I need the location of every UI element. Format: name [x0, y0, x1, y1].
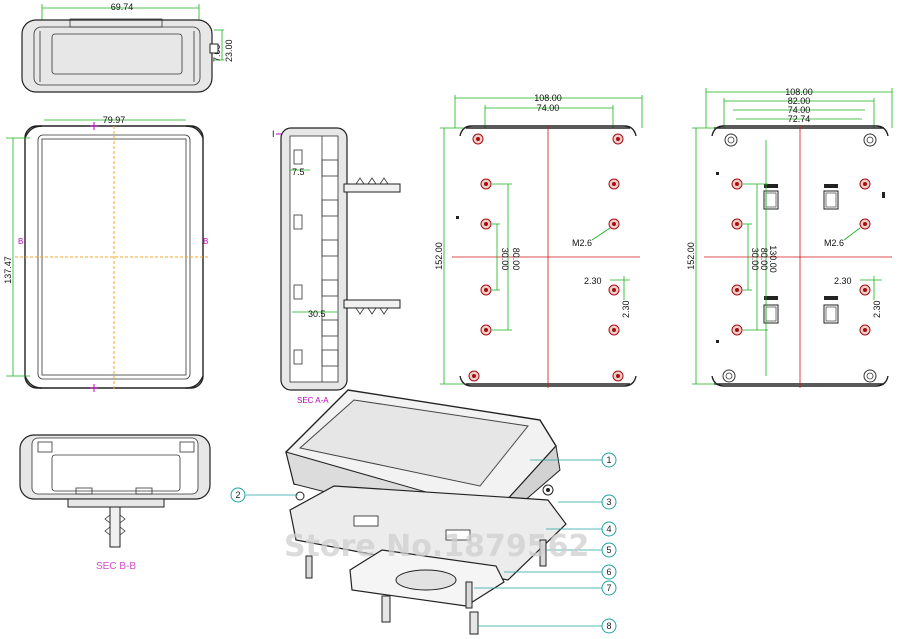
- base-width-dim: 108.00: [534, 93, 562, 103]
- back-w2-dim: 82.00: [788, 96, 811, 106]
- section-b-view: SEC B-B: [19, 434, 211, 572]
- callout-3: 3: [606, 497, 611, 507]
- base-hole-y: 2.30: [621, 300, 631, 318]
- back-width-dim: 108.00: [785, 87, 813, 97]
- sec-a-dim-1: 7.5: [292, 167, 305, 177]
- back-view: 108.00 82.00 74.00 72.74 152.00: [686, 87, 893, 388]
- callout-4: 4: [606, 524, 611, 534]
- front-height-dim: 137.47: [3, 256, 13, 284]
- section-a-label: SEC A-A: [297, 396, 329, 405]
- base-spacing-1: 30.00: [500, 248, 510, 271]
- top-h2-dim: 23.00: [224, 39, 234, 62]
- exploded-view: 1 2 3 4 5 6 7 8: [230, 389, 617, 635]
- back-hole-y: 2.30: [872, 300, 882, 318]
- back-hole-x: 2.30: [834, 276, 852, 286]
- back-v2-dim: 80.00: [759, 248, 769, 271]
- section-a-mark: I: [272, 129, 275, 139]
- callout-2: 2: [235, 490, 240, 500]
- callout-5: 5: [606, 545, 611, 555]
- back-w4-dim: 72.74: [788, 114, 811, 124]
- store-watermark: Store No.1879562: [284, 529, 589, 564]
- sec-a-dim-2: 30.5: [308, 309, 326, 319]
- section-b-right: B: [203, 237, 208, 246]
- callout-1: 1: [606, 455, 611, 465]
- section-b-label: SEC B-B: [96, 561, 136, 572]
- back-height-dim: 152.00: [686, 242, 696, 270]
- front-view: 79.97 137.47 B B: [3, 115, 210, 392]
- callout-8: 8: [606, 621, 611, 631]
- back-v1-dim: 30.00: [750, 248, 760, 271]
- callout-7: 7: [606, 583, 611, 593]
- base-screw-label: M2.6: [572, 238, 592, 248]
- top-width-dim: 69.74: [111, 2, 134, 12]
- back-screw-label: M2.6: [824, 238, 844, 248]
- base-view: 108.00 74.00 152.00 30.00 80.00: [434, 93, 643, 388]
- base-height-dim: 152.00: [434, 242, 444, 270]
- base-inner-dim: 74.00: [537, 103, 560, 113]
- callout-6: 6: [606, 567, 611, 577]
- base-spacing-2: 80.00: [511, 248, 521, 271]
- back-v3-dim: 130.00: [768, 245, 778, 273]
- section-a-view: I 7.5 30.5 SEC A-A: [272, 127, 401, 405]
- base-hole-x: 2.30: [584, 276, 602, 286]
- top-view: 69.74 7.00 23.00: [21, 2, 234, 93]
- section-b-left: B: [18, 237, 23, 246]
- front-width-dim: 79.97: [103, 115, 126, 125]
- back-w3-dim: 74.00: [788, 105, 811, 115]
